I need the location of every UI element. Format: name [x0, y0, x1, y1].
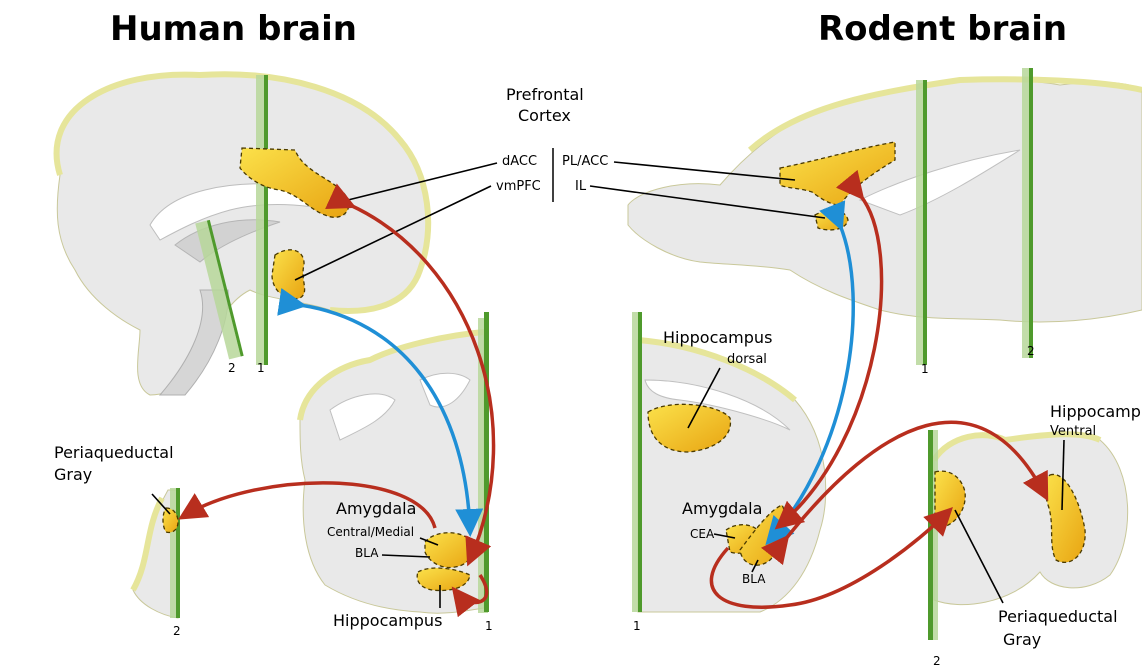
prefrontal-label-1: Prefrontal	[506, 85, 584, 104]
rodent-coronal-1-label: 1	[633, 619, 641, 633]
rodent-sagittal-brain	[628, 68, 1142, 365]
human-hippocampus-label: Hippocampus	[333, 611, 442, 630]
rodent-hippocampus-label: Hippocampus	[663, 328, 772, 347]
human-central-medial-label: Central/Medial	[327, 525, 414, 539]
human-vmpfc-label: vmPFC	[496, 179, 541, 194]
rodent-plane-1-label: 1	[921, 362, 929, 376]
rodent-coronal-2-label: 2	[933, 654, 941, 666]
rodent-placc-label: PL/ACC	[562, 154, 608, 169]
rodent-ventral-label: Ventral	[1050, 424, 1096, 439]
human-title: Human brain	[110, 9, 357, 49]
rodent-title: Rodent brain	[818, 9, 1067, 49]
human-plane-2-label: 2	[228, 361, 236, 375]
human-dacc-label: dACC	[502, 154, 537, 169]
rodent-dorsal-label: dorsal	[727, 352, 767, 367]
human-pag-label-2: Gray	[54, 465, 92, 484]
human-pag-label-1: Periaqueductal	[54, 443, 174, 462]
human-bla-label: BLA	[355, 546, 379, 560]
human-coronal-2-label: 2	[173, 624, 181, 638]
human-amygdala-label: Amygdala	[336, 499, 416, 518]
human-plane-1-label: 1	[257, 361, 265, 375]
rodent-amygdala-label: Amygdala	[682, 499, 762, 518]
prefrontal-label-2: Cortex	[518, 106, 571, 125]
rodent-bla-label: BLA	[742, 572, 766, 586]
human-coronal-1-label: 1	[485, 619, 493, 633]
human-sagittal-brain	[57, 74, 429, 395]
rodent-pag-label-2: Gray	[1003, 630, 1041, 649]
rodent-hippocampus-ventral-label: Hippocamp	[1050, 402, 1141, 421]
human-coronal-section-2	[133, 488, 180, 618]
rodent-pag-label-1: Periaqueductal	[998, 607, 1118, 626]
rodent-il-label: IL	[575, 179, 587, 194]
rodent-cea-label: CEA	[690, 527, 715, 541]
rodent-plane-2-label: 2	[1027, 344, 1035, 358]
